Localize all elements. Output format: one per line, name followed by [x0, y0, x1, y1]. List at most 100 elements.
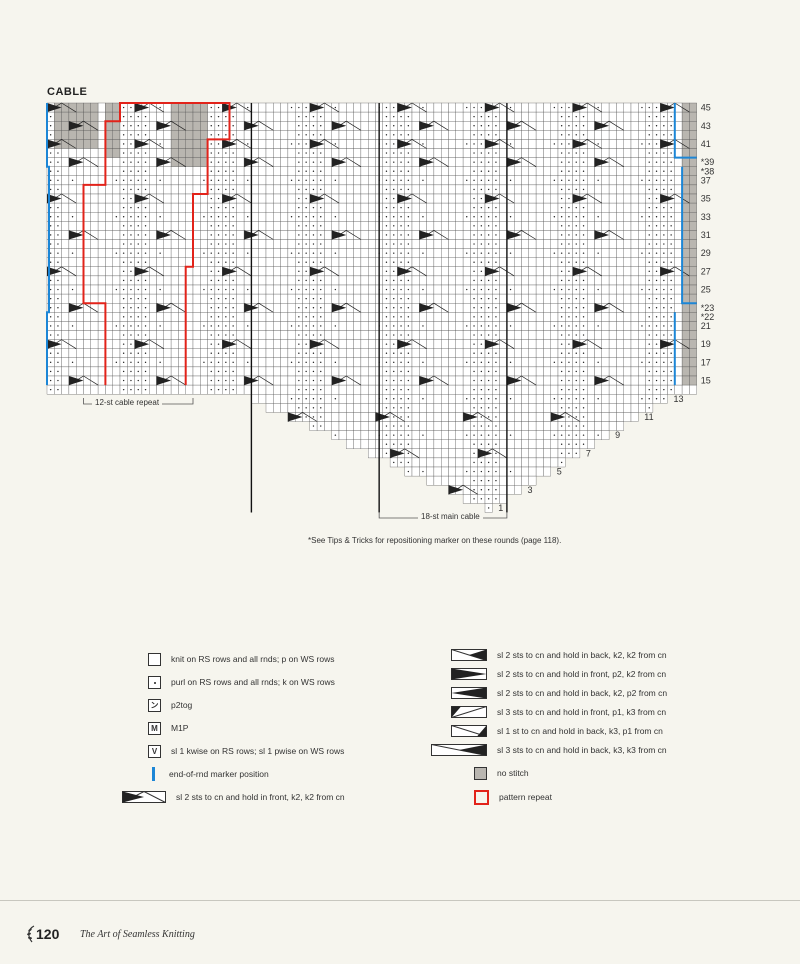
chart-purl-dot [473, 170, 475, 172]
chart-cell [258, 157, 267, 167]
chart-purl-dot [495, 325, 497, 327]
chart-cell [287, 202, 296, 213]
chart-cell [163, 175, 172, 186]
chart-cell [368, 439, 376, 449]
chart-cell [616, 202, 624, 213]
chart-purl-dot [495, 225, 497, 227]
chart-purl-dot [203, 252, 205, 254]
chart-cell [543, 312, 551, 322]
chart-cell [623, 139, 632, 149]
chart-purl-dot [648, 288, 650, 291]
chart-cell [455, 403, 464, 413]
chart-cell [265, 330, 274, 340]
chart-purl-dot [49, 179, 52, 182]
chart-purl-dot [320, 425, 322, 427]
chart-cell [623, 321, 632, 331]
chart-cell [448, 366, 456, 377]
chart-cell [448, 430, 456, 440]
chart-cell [185, 239, 194, 249]
chart-purl-dot [320, 252, 322, 254]
chart-cell [462, 121, 471, 131]
chart-purl-dot [57, 316, 59, 318]
chart-cell [594, 202, 602, 213]
chart-cell [76, 257, 84, 267]
chart-cell [616, 257, 624, 267]
chart-cell [112, 239, 121, 249]
chart-purl-dot [137, 325, 139, 327]
chart-purl-dot [400, 234, 402, 236]
chart-cell [455, 375, 464, 386]
chart-cell [76, 357, 84, 368]
chart-purl-dot [655, 252, 658, 254]
chart-cell [200, 157, 208, 167]
chart-purl-dot [509, 361, 512, 364]
chart-cell [499, 475, 508, 486]
chart-purl-dot [655, 288, 658, 291]
chart-cell [521, 339, 529, 349]
chart-cell [163, 111, 172, 122]
chart-cell [149, 339, 157, 349]
chart-cell [338, 102, 347, 113]
chart-purl-dot [400, 307, 402, 309]
chart-purl-dot [115, 361, 118, 364]
chart-purl-dot [312, 316, 315, 318]
chart-cell [674, 130, 683, 140]
chart-cell [426, 212, 435, 222]
chart-purl-dot [393, 188, 395, 191]
chart-purl-dot [122, 343, 125, 345]
chart-cell [528, 212, 537, 222]
chart-cell [236, 357, 245, 368]
chart-cell [681, 266, 690, 277]
chart-purl-dot [312, 297, 315, 300]
chart-cell [587, 375, 595, 386]
chart-cable-fill [397, 339, 412, 349]
chart-cell [324, 412, 332, 422]
chart-cell [528, 284, 537, 295]
chart-purl-dot [312, 243, 315, 245]
chart-purl-dot [49, 243, 52, 245]
chart-cell [462, 130, 471, 140]
chart-cell [587, 339, 595, 349]
row-label: 41 [701, 139, 711, 149]
chart-purl-dot [320, 361, 322, 364]
chart-purl-dot [320, 152, 322, 154]
chart-cell [674, 303, 683, 313]
chart-purl-dot [210, 234, 212, 236]
chart-cell [265, 148, 274, 158]
chart-purl-dot [575, 352, 577, 354]
chart-cell [346, 430, 354, 440]
chart-purl-dot [122, 106, 125, 109]
chart-cell [550, 130, 559, 140]
chart-purl-dot [480, 316, 483, 318]
chart-cell [499, 448, 508, 459]
chart-purl-dot [334, 216, 337, 218]
chart-purl-dot [407, 325, 410, 327]
chart-purl-dot [217, 161, 220, 163]
chart-cell [528, 457, 537, 468]
chart-cell [360, 175, 369, 186]
chart-cell [543, 466, 551, 477]
chart-cell [368, 384, 376, 395]
chart-cell [521, 366, 529, 377]
chart-cell [514, 330, 522, 340]
chart-cell [353, 366, 362, 377]
chart-purl-dot [407, 379, 410, 382]
chart-cell [280, 266, 289, 277]
chart-purl-dot [509, 434, 512, 436]
chart-purl-dot [495, 388, 497, 391]
chart-cell [192, 293, 201, 304]
chart-purl-dot [655, 325, 658, 327]
chart-cell [543, 230, 551, 240]
chart-purl-dot [122, 288, 125, 291]
chart-cell [550, 121, 559, 131]
chart-cell [200, 148, 208, 158]
chart-cell [178, 375, 186, 386]
chart-purl-dot [137, 188, 139, 191]
chart-purl-dot [553, 106, 556, 109]
chart-cell [514, 357, 522, 368]
chart-purl-dot [290, 216, 293, 218]
chart-cell [499, 366, 508, 377]
chart-cell [528, 348, 537, 358]
chart-cell [251, 394, 259, 404]
marker-right-top [673, 103, 697, 159]
